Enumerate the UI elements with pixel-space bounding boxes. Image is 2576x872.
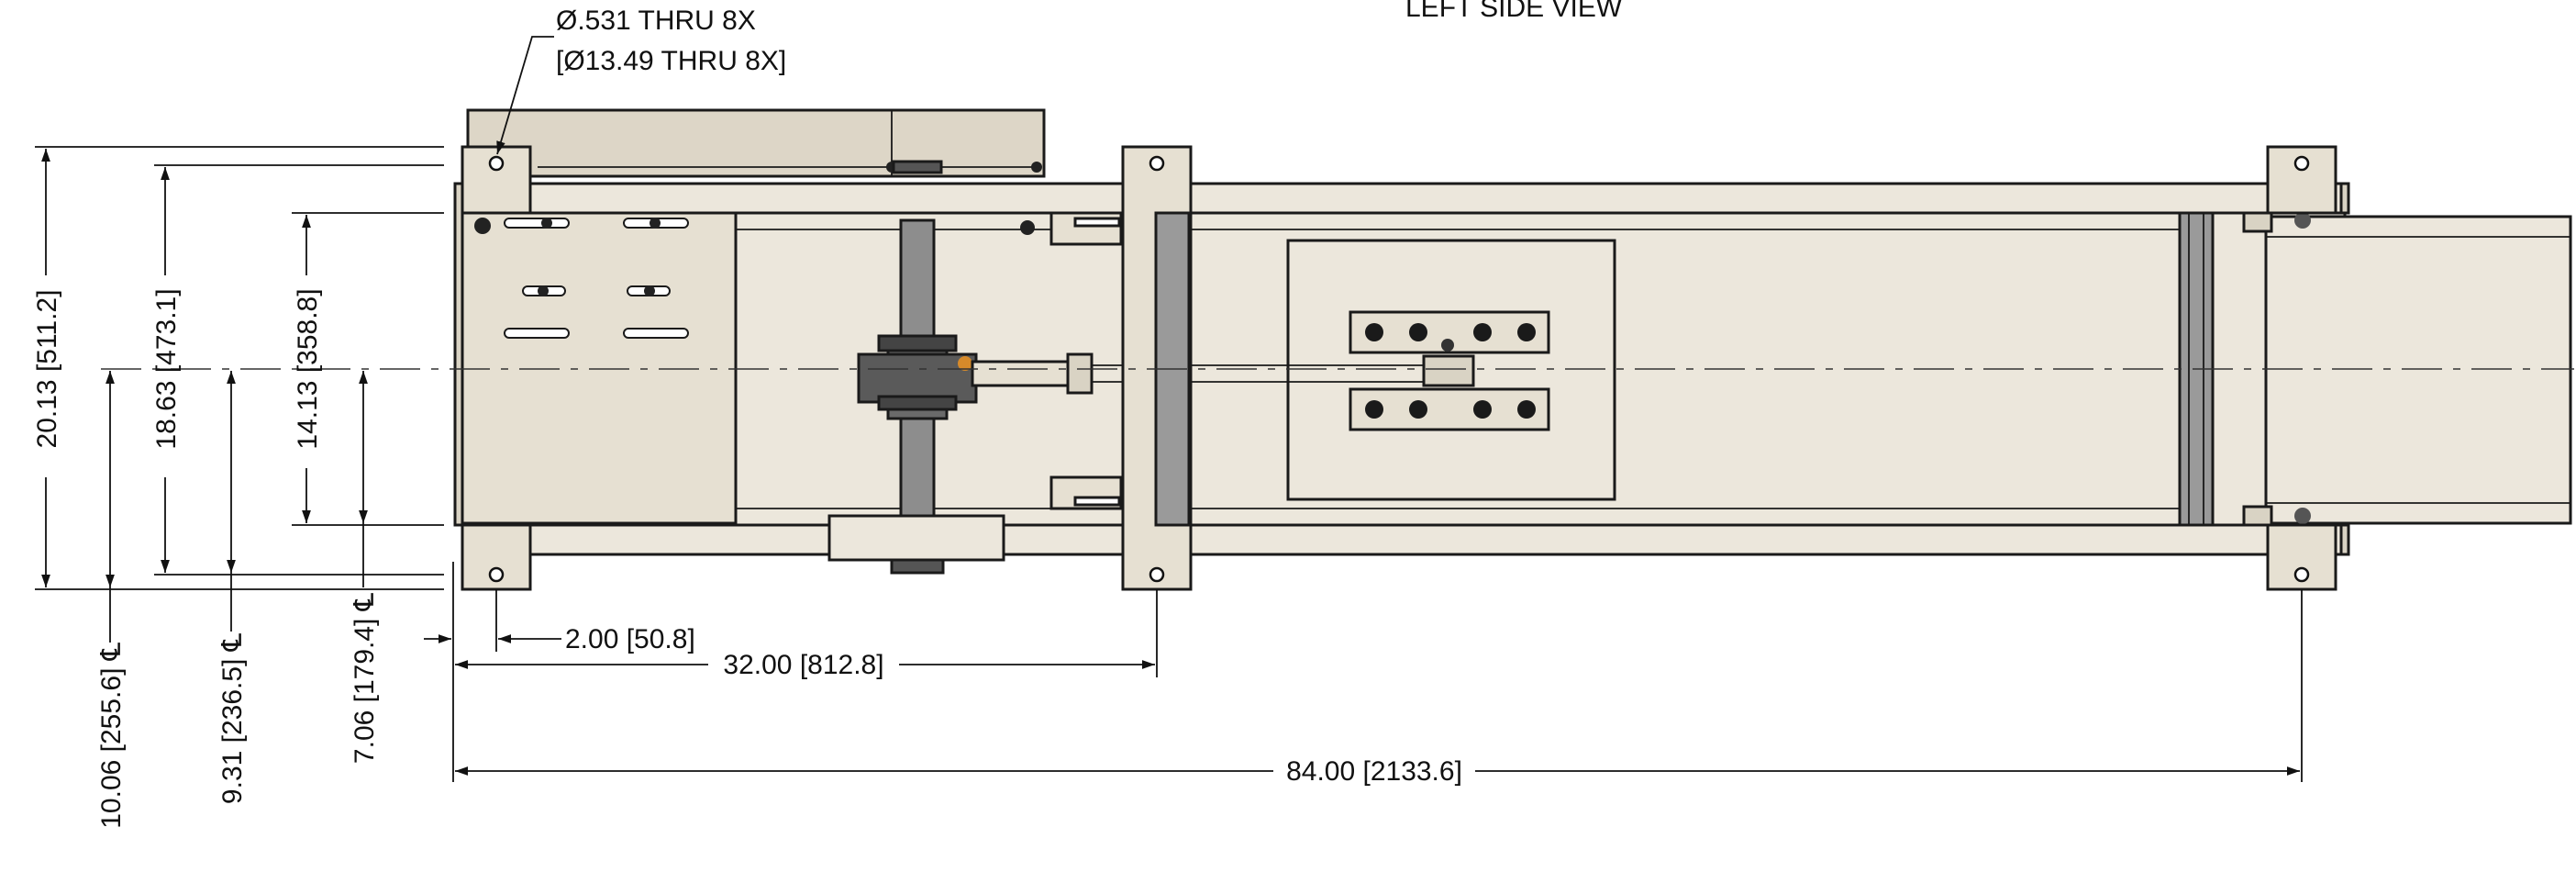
extension-chute xyxy=(2264,215,2572,525)
hole-callout: Ø.531 THRU 8X [Ø13.49 THRU 8X] xyxy=(496,6,786,155)
machine-assembly xyxy=(453,108,2572,591)
horizontal-dimensions: 2.00 [50.8] 32.00 [812.8] 84.00 [2133.6] xyxy=(424,562,2303,787)
left-mount-plate xyxy=(461,211,738,525)
dim-frame-height: 18.63 [473.1] xyxy=(151,288,182,449)
dim-cl-to-frame-bottom: 9.31 [236.5] ℄ xyxy=(217,632,248,804)
dim-cl-to-plate-bottom: 7.06 [179.4] ℄ xyxy=(350,592,380,764)
lower-frame-rail xyxy=(461,523,2347,556)
top-cover xyxy=(466,108,1046,178)
dim-cl-to-bottom: 10.06 [255.6] ℄ xyxy=(96,642,127,828)
dim-overall-height: 20.13 [511.2] xyxy=(32,290,62,449)
dim-first-bracket: 32.00 [812.8] xyxy=(723,650,883,680)
view-title: LEFT SIDE VIEW xyxy=(1405,0,1623,23)
hole-callout-metric: [Ø13.49 THRU 8X] xyxy=(556,46,786,76)
dim-plate-height: 14.13 [358.8] xyxy=(293,288,323,449)
dim-second-bracket: 84.00 [2133.6] xyxy=(1286,756,1462,787)
hole-callout-imperial: Ø.531 THRU 8X xyxy=(556,6,756,36)
dim-hole-offset: 2.00 [50.8] xyxy=(565,624,695,654)
upper-frame-rail xyxy=(461,182,2347,215)
vertical-dimensions: 20.13 [511.2] 18.63 [473.1] 14.13 [358.8… xyxy=(32,146,444,829)
